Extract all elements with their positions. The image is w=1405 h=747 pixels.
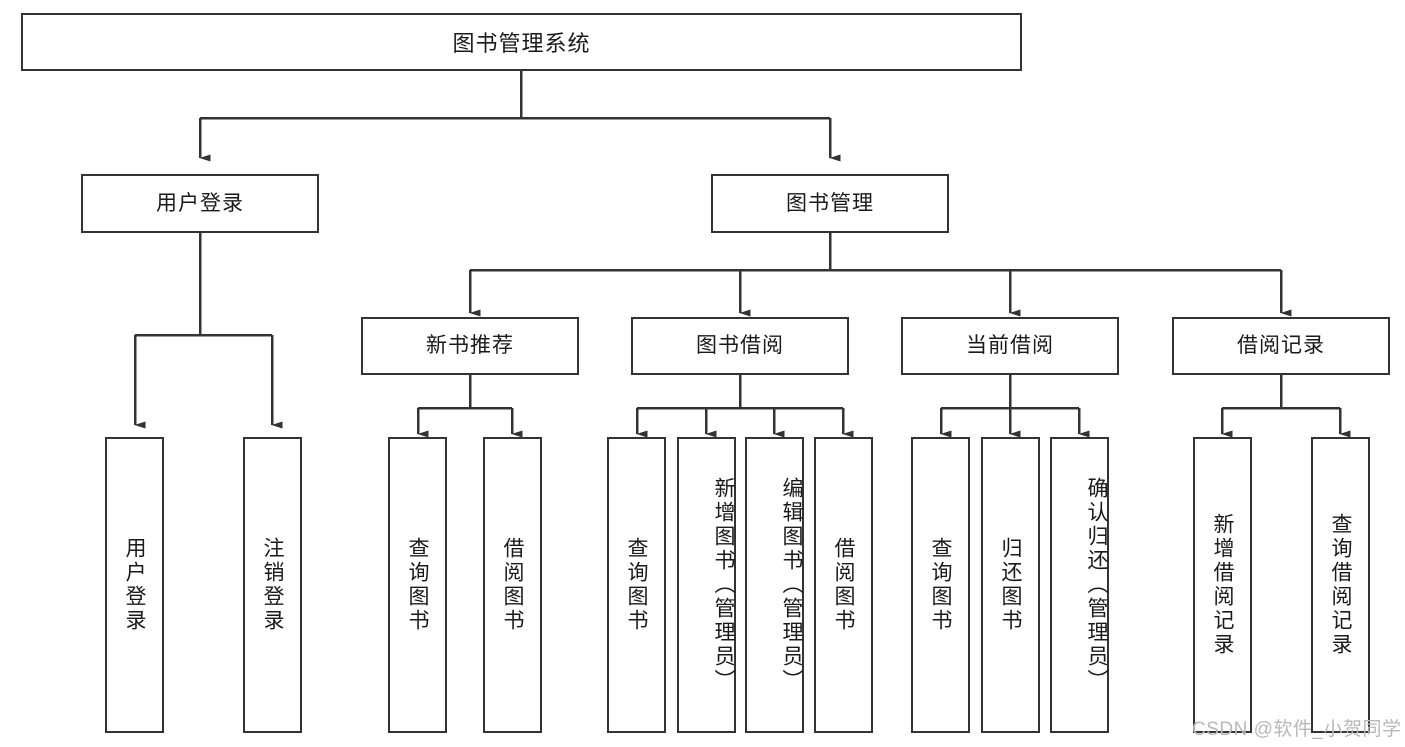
- node-label: 新增借阅记录: [1211, 513, 1234, 657]
- node-label: 图书管理系统: [452, 31, 591, 56]
- node-book-management[interactable]: 图书管理: [711, 174, 949, 233]
- node-leaf-query-book-3[interactable]: 查询图书: [911, 437, 970, 733]
- node-leaf-confirm-return[interactable]: 确认归还（管理员）: [1050, 437, 1109, 733]
- node-label: 图书借阅: [696, 334, 784, 358]
- node-leaf-user-logout[interactable]: 注销登录: [243, 437, 302, 733]
- node-label: 图书管理: [786, 191, 874, 215]
- node-label: 当前借阅: [966, 334, 1054, 358]
- node-user-login[interactable]: 用户登录: [81, 174, 319, 233]
- node-label: 查询图书: [406, 537, 429, 633]
- node-label: 借阅图书: [501, 537, 524, 633]
- node-leaf-query-book-1[interactable]: 查询图书: [388, 437, 447, 733]
- node-label: 确认归还（管理员）: [1085, 477, 1108, 693]
- node-label: 新书推荐: [426, 334, 514, 358]
- node-leaf-query-record[interactable]: 查询借阅记录: [1311, 437, 1370, 733]
- node-label: 查询图书: [625, 537, 648, 633]
- node-label: 注销登录: [261, 537, 284, 633]
- node-leaf-edit-book[interactable]: 编辑图书（管理员）: [745, 437, 804, 733]
- node-label: 用户登录: [156, 191, 244, 215]
- node-leaf-return-book[interactable]: 归还图书: [981, 437, 1040, 733]
- node-label: 借阅记录: [1237, 334, 1325, 358]
- node-label: 查询图书: [929, 537, 952, 633]
- node-borrow-record[interactable]: 借阅记录: [1172, 317, 1390, 375]
- csdn-watermark: CSDN @软件_小贺同学: [1192, 719, 1402, 740]
- node-leaf-add-record[interactable]: 新增借阅记录: [1193, 437, 1252, 733]
- node-root-book-management-system[interactable]: 图书管理系统: [21, 13, 1022, 71]
- node-leaf-add-book[interactable]: 新增图书（管理员）: [677, 437, 736, 733]
- node-new-book-recommend[interactable]: 新书推荐: [361, 317, 579, 375]
- node-label: 编辑图书（管理员）: [780, 477, 803, 693]
- node-leaf-borrow-book-1[interactable]: 借阅图书: [483, 437, 542, 733]
- node-leaf-borrow-book-2[interactable]: 借阅图书: [814, 437, 873, 733]
- node-label: 新增图书（管理员）: [712, 477, 735, 693]
- node-label: 借阅图书: [832, 537, 855, 633]
- node-current-borrow[interactable]: 当前借阅: [901, 317, 1119, 375]
- node-leaf-query-book-2[interactable]: 查询图书: [607, 437, 666, 733]
- node-label: 查询借阅记录: [1329, 513, 1352, 657]
- node-label: 用户登录: [123, 537, 146, 633]
- node-book-borrow[interactable]: 图书借阅: [631, 317, 849, 375]
- node-label: 归还图书: [999, 537, 1022, 633]
- node-leaf-user-login[interactable]: 用户登录: [105, 437, 164, 733]
